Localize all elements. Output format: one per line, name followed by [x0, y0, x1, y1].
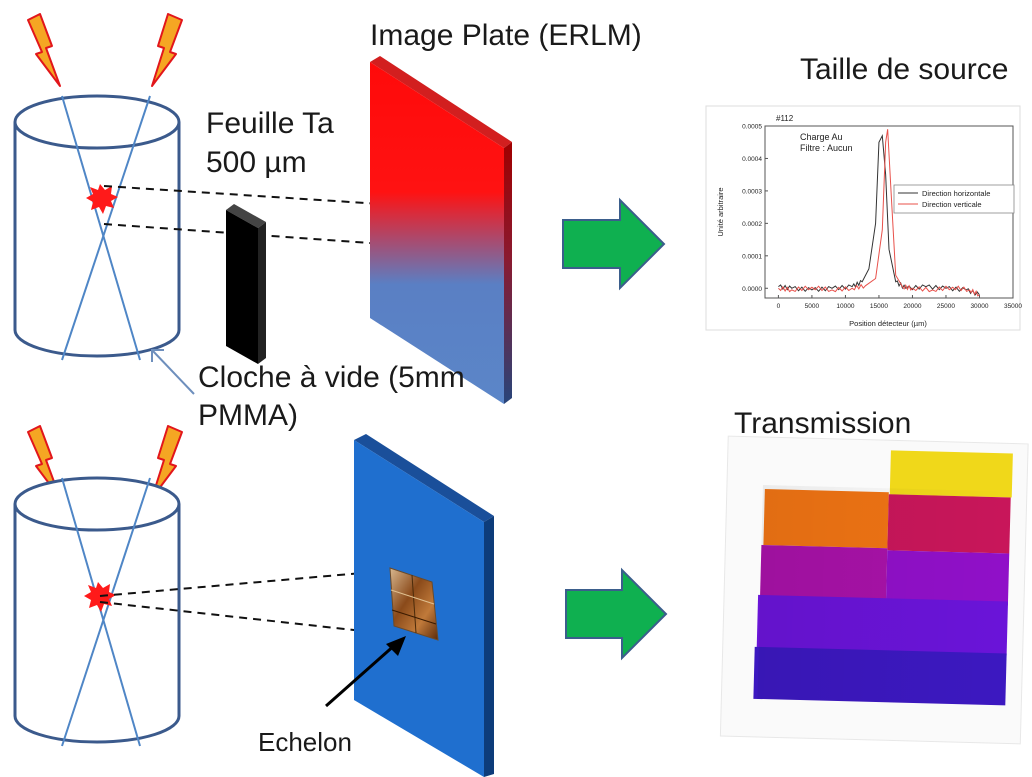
tantalum-foil — [226, 204, 266, 364]
plot-xtick-label: 15000 — [870, 303, 888, 310]
source-size-title: Taille de source — [800, 53, 1009, 86]
series-line-vertical — [778, 129, 980, 297]
foil-label-line1: Feuille Ta — [206, 107, 334, 140]
plasma-burst-top — [86, 184, 118, 214]
plot-ytick-label: 0.0001 — [742, 253, 762, 260]
arrow-right-icon-bottom — [565, 567, 668, 661]
arrow-right-icon-top — [562, 197, 666, 291]
plot-ytick-label: 0.0002 — [742, 221, 762, 228]
plot-ytick-label: 0.0003 — [742, 188, 762, 195]
legend-label-vertical: Direction verticale — [922, 200, 982, 209]
lightning-icon-top-right — [151, 13, 183, 87]
plot-xtick-label: 5000 — [805, 303, 820, 310]
plot-ylabel: Unité arbitraire — [716, 187, 725, 236]
series-line-horizontal — [778, 133, 980, 297]
cloche-pointer-arrow — [151, 349, 195, 395]
plot-annotation-line1: Charge Au — [800, 132, 843, 142]
plot-xtick-label: 10000 — [836, 303, 854, 310]
laser-beams-top — [61, 95, 151, 361]
echelon-pointer-arrow — [325, 636, 406, 708]
lightning-icon-bottom-left — [27, 425, 61, 499]
plot-xtick-label: 35000 — [1004, 303, 1022, 310]
chamber-label-line2: PMMA) — [198, 399, 298, 432]
plot-xtick-label: 25000 — [937, 303, 955, 310]
echelon-label: Echelon — [258, 727, 352, 757]
plot-ytick-label: 0.0004 — [742, 156, 762, 163]
plot-legend — [893, 184, 1015, 214]
image-plate-label: Image Plate (ERLM) — [370, 19, 642, 52]
source-size-plot: 0.0005 0.0004 0.0003 0.0002 0.0001 0.0000 0 50… — [705, 105, 1022, 331]
plot-ytick-label: 0.0000 — [742, 286, 762, 293]
plot-ytick-label: 0.0005 — [742, 124, 762, 131]
plot-annotation-line2: Filtre : Aucun — [800, 143, 853, 153]
echelon-step-wedge — [389, 567, 439, 641]
vacuum-chamber-cylinder-top — [13, 94, 181, 358]
plot-shot-label: #112 — [776, 114, 794, 123]
legend-label-horizontal: Direction horizontale — [922, 189, 990, 198]
chamber-label-line1: Cloche à vide (5mm — [198, 361, 465, 394]
plot-xtick-label: 20000 — [903, 303, 921, 310]
lightning-icon-top-left — [27, 13, 61, 87]
transmission-step-top-right — [889, 450, 1013, 498]
plot-xlabel: Position détecteur (µm) — [849, 319, 927, 328]
lightning-icon-bottom-right — [151, 425, 183, 499]
plot-xtick-label: 30000 — [970, 303, 988, 310]
plot-xtick-label: 0 — [777, 303, 781, 310]
vacuum-chamber-cylinder-bottom — [13, 476, 181, 744]
transmission-title: Transmission — [734, 407, 912, 440]
plasma-burst-bottom — [84, 582, 116, 612]
foil-label-line2: 500 µm — [206, 146, 307, 179]
image-plate-top — [370, 56, 512, 404]
transmission-image — [719, 435, 1029, 745]
